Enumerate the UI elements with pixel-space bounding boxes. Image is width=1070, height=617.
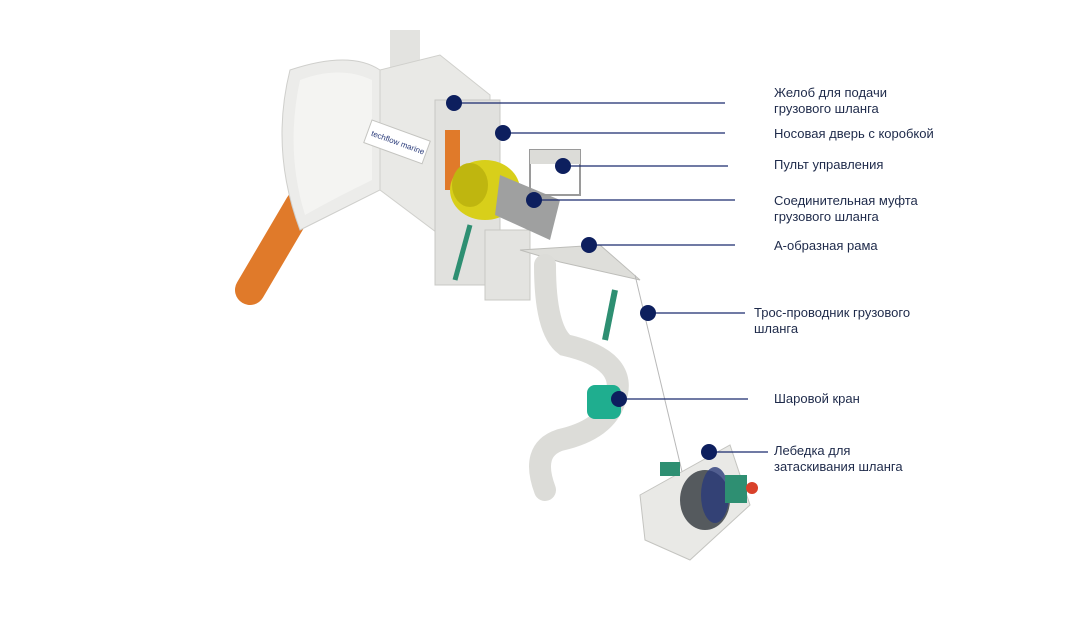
- winch-motor: [725, 475, 747, 503]
- callout-winch: [701, 444, 768, 460]
- callout-marker: [701, 444, 717, 460]
- callout-marker: [495, 125, 511, 141]
- winch-stop-button: [746, 482, 758, 494]
- label-a-frame: А-образная рама: [774, 238, 878, 253]
- callout-a-frame: [581, 237, 735, 253]
- callout-marker: [611, 391, 627, 407]
- callout-control-panel: [555, 158, 728, 174]
- callout-marker: [446, 95, 462, 111]
- callout-ball-valve: [611, 391, 748, 407]
- label-coupling: Соединительная муфта грузового шланга: [774, 193, 918, 224]
- winch-top-bracket: [660, 462, 680, 476]
- callout-marker: [581, 237, 597, 253]
- coupling-flange: [452, 163, 488, 207]
- door-strut: [452, 224, 473, 281]
- callout-marker: [526, 192, 542, 208]
- label-control-panel: Пульт управления: [774, 157, 884, 172]
- hose-chute-inner: [293, 72, 372, 215]
- callout-messenger-line: [640, 305, 745, 321]
- callout-chute: [446, 95, 725, 111]
- callout-marker: [555, 158, 571, 174]
- label-ball-valve: Шаровой кран: [774, 391, 860, 406]
- label-winch: Лебедка для затаскивания шланга: [774, 443, 903, 474]
- callout-marker: [640, 305, 656, 321]
- callout-coupling: [526, 192, 735, 208]
- label-messenger-line: Трос-проводник грузового шланга: [754, 305, 911, 336]
- label-nose-door: Носовая дверь с коробкой: [774, 126, 934, 141]
- bow-door-lower: [484, 229, 531, 301]
- cargo-hose-orange: [235, 190, 315, 305]
- ball-valve-body: [587, 385, 621, 419]
- callout-nose-door: [495, 125, 725, 141]
- a-frame-strut: [602, 289, 618, 341]
- label-chute: Желоб для подачи грузового шланга: [774, 85, 888, 116]
- winch-drum-flange: [701, 467, 729, 523]
- coupling-arm: [495, 175, 560, 240]
